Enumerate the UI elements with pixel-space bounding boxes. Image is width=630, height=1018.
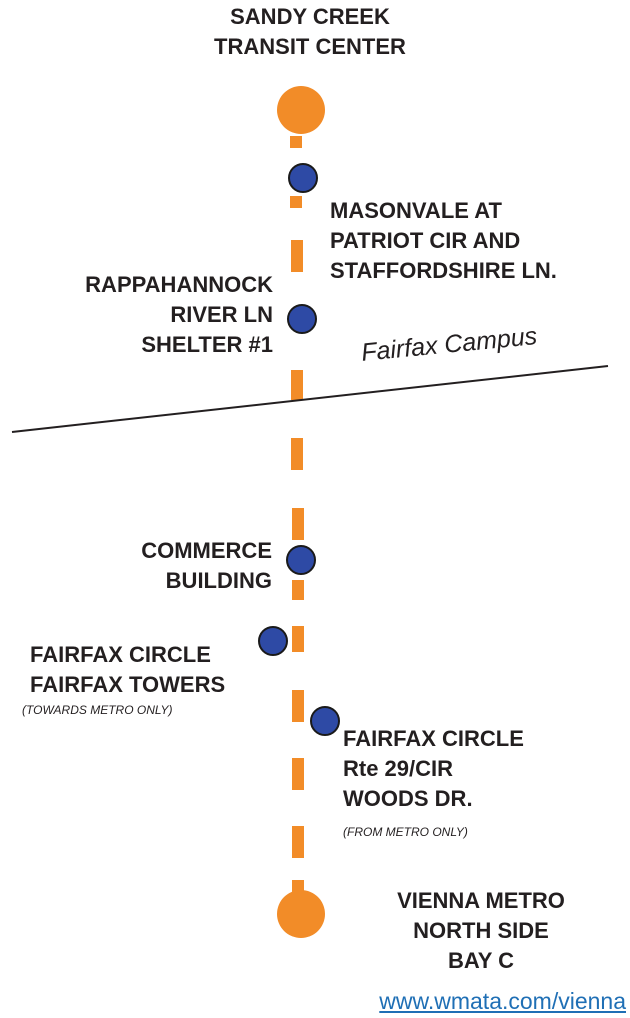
route-dash bbox=[291, 438, 303, 470]
route-dash bbox=[292, 508, 304, 540]
stop-label-fairfax-circle-rte29: FAIRFAX CIRCLE Rte 29/CIR WOODS DR. bbox=[343, 724, 524, 814]
terminal-label-north: SANDY CREEK TRANSIT CENTER bbox=[200, 2, 420, 62]
label-line: NORTH SIDE bbox=[413, 918, 549, 943]
stop-marker-rappahannock bbox=[287, 304, 317, 334]
label-line: STAFFORDSHIRE LN. bbox=[330, 258, 557, 283]
stop-marker-masonvale bbox=[288, 163, 318, 193]
label-line: FAIRFAX CIRCLE bbox=[30, 642, 211, 667]
campus-boundary-line bbox=[11, 365, 609, 433]
route-dash bbox=[290, 136, 302, 148]
stop-marker-fairfax-circle-rte29 bbox=[310, 706, 340, 736]
route-dash bbox=[292, 758, 304, 790]
terminal-marker-south bbox=[277, 890, 325, 938]
label-line: VIENNA METRO bbox=[397, 888, 565, 913]
label-line: MASONVALE AT bbox=[330, 198, 502, 223]
stop-marker-fairfax-towers bbox=[258, 626, 288, 656]
stop-label-commerce-building: COMMERCE BUILDING bbox=[141, 536, 272, 596]
label-line: TRANSIT CENTER bbox=[214, 34, 406, 59]
terminal-marker-north bbox=[277, 86, 325, 134]
label-line: FAIRFAX TOWERS bbox=[30, 672, 226, 697]
label-line: WOODS DR. bbox=[343, 786, 473, 811]
label-line: SHELTER #1 bbox=[141, 332, 273, 357]
stop-note-fairfax-towers: (TOWARDS METRO ONLY) bbox=[22, 703, 173, 717]
terminal-label-south: VIENNA METRO NORTH SIDE BAY C bbox=[370, 886, 592, 976]
route-dash bbox=[291, 240, 303, 272]
route-dash bbox=[290, 196, 302, 208]
route-dash bbox=[292, 826, 304, 858]
label-line: COMMERCE bbox=[141, 538, 272, 563]
stop-label-rappahannock: RAPPAHANNOCK RIVER LN SHELTER #1 bbox=[85, 270, 273, 360]
stop-note-fairfax-circle-rte29: (FROM METRO ONLY) bbox=[343, 825, 468, 839]
route-dash bbox=[292, 690, 304, 722]
route-dash bbox=[291, 370, 303, 400]
label-line: RAPPAHANNOCK bbox=[85, 272, 273, 297]
label-line: BAY C bbox=[447, 948, 515, 973]
label-line: RIVER LN bbox=[170, 302, 273, 327]
route-dash bbox=[292, 626, 304, 652]
label-line: PATRIOT CIR AND bbox=[330, 228, 521, 253]
route-line bbox=[290, 136, 304, 898]
label-line: FAIRFAX CIRCLE bbox=[343, 726, 524, 751]
label-line: BUILDING bbox=[165, 568, 272, 593]
label-line: SANDY CREEK bbox=[230, 4, 390, 29]
stop-label-fairfax-towers: FAIRFAX CIRCLE FAIRFAX TOWERS bbox=[30, 640, 225, 700]
label-line: Rte 29/CIR bbox=[343, 756, 454, 781]
wmata-vienna-link[interactable]: www.wmata.com/vienna bbox=[379, 988, 626, 1014]
stop-marker-commerce-building bbox=[286, 545, 316, 575]
route-dash bbox=[292, 580, 304, 600]
stop-label-masonvale: MASONVALE AT PATRIOT CIR AND STAFFORDSHI… bbox=[330, 196, 557, 286]
